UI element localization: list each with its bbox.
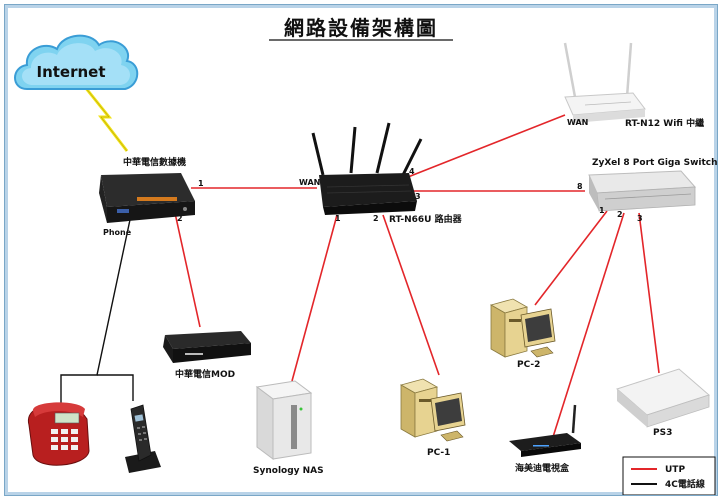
router-port-2: 2	[373, 214, 379, 223]
internet-cloud-icon	[14, 34, 139, 90]
link-router-nas	[291, 214, 338, 382]
cordless-phone-icon	[125, 404, 161, 473]
switch-icon	[588, 170, 697, 212]
router-port-4: 4	[409, 167, 415, 176]
modem-icon	[99, 173, 195, 223]
landline-phone-icon	[27, 402, 90, 466]
router-icon	[311, 122, 423, 215]
router-label: RT-N66U 路由器	[389, 213, 463, 225]
lightning-bolt	[83, 86, 129, 152]
link-switch-tvbox	[552, 212, 625, 438]
modem-port-2: 2	[177, 214, 183, 223]
switch-port-1: 1	[599, 206, 605, 215]
link-router-pc1	[382, 214, 440, 376]
tvbox-label: 海美迪電視盒	[515, 462, 570, 474]
pc2-icon	[489, 298, 556, 358]
switch-port-8: 8	[577, 182, 583, 191]
link-switch-pc2	[534, 210, 608, 306]
repeater-label: RT-N12 Wifi 中繼	[625, 117, 704, 129]
network-diagram: 網路設備架構圖 Internet 中華電信數據機 1 2 Phone	[14, 16, 718, 496]
mod-label: 中華電信MOD	[175, 368, 235, 380]
lightning-bolt-outline	[84, 86, 128, 152]
legend: UTP 4C電話線	[622, 456, 716, 496]
switch-port-3: 3	[637, 214, 643, 223]
nas-icon	[255, 380, 313, 460]
nas-label: Synology NAS	[253, 466, 324, 476]
mod-box-icon	[163, 331, 251, 363]
pc2-label: PC-2	[517, 360, 540, 370]
diagram-title: 網路設備架構圖	[284, 16, 438, 40]
switch-port-2: 2	[617, 210, 623, 219]
modem-label: 中華電信數據機	[123, 156, 186, 168]
link-modem-mod	[174, 212, 201, 328]
tvbox-icon	[509, 404, 581, 457]
router-port-3: 3	[415, 192, 421, 201]
modem-port-1: 1	[198, 179, 204, 188]
link-switch-ps3	[638, 212, 660, 374]
repeater-port-wan: WAN	[567, 118, 588, 127]
link-modem-phones	[60, 214, 132, 403]
router-port-wan: WAN	[299, 178, 320, 187]
internet-label: Internet	[36, 63, 105, 81]
legend-utp-label: UTP	[665, 465, 685, 475]
switch-label: ZyXel 8 Port Giga Switch	[592, 158, 717, 168]
ps3-icon	[616, 368, 710, 428]
router-port-1: 1	[335, 214, 341, 223]
repeater-icon	[563, 42, 646, 123]
diagram-frame: 網路設備架構圖 Internet 中華電信數據機 1 2 Phone	[4, 4, 718, 496]
pc1-label: PC-1	[427, 448, 450, 458]
modem-port-phone: Phone	[103, 228, 132, 237]
legend-phone-label: 4C電話線	[665, 478, 705, 490]
link-router-repeater	[407, 114, 566, 178]
pc1-icon	[399, 378, 466, 442]
link-phones-branch	[97, 374, 134, 401]
ps3-label: PS3	[653, 428, 672, 438]
